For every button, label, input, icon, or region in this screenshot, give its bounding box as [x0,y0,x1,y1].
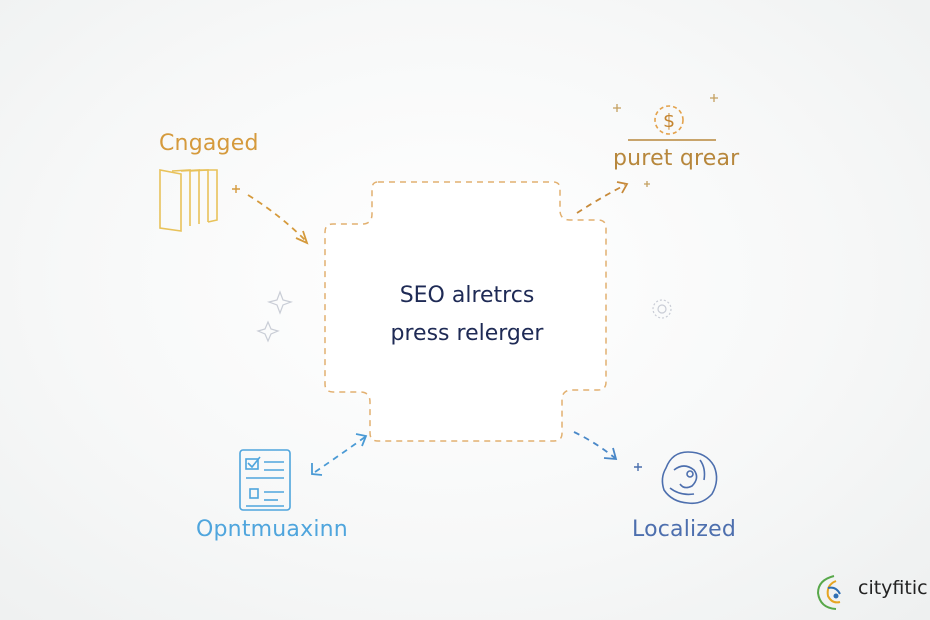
purchase-arrow [576,184,626,214]
brand-logo-icon [816,575,841,610]
optimization-arrowhead-start [355,433,368,447]
document-pages-icon [159,169,218,232]
dollar-coin-icon: $ [613,94,718,187]
checklist-icon [239,449,291,511]
engaged-label: Cngaged [159,131,259,156]
svg-text:$: $ [663,110,675,132]
center-title-line1: SEO alretrcs [399,283,535,308]
center-card [324,181,607,442]
brand-name[interactable]: cityfitic [858,577,928,599]
engaged-arrowhead [295,230,309,245]
globe-map-icon [661,451,718,505]
purchase-label: puret qrear [613,146,740,171]
purchase-arrowhead [616,181,629,194]
localized-arrowhead [603,447,618,461]
plus-icon [634,463,642,471]
decorative-sparkle-icon [256,290,672,343]
localized-label: Localized [632,517,736,542]
center-title-line2: press relerger [390,321,544,346]
engaged-arrow [247,194,306,241]
localized-arrow [573,431,616,459]
optimization-arrow [314,436,366,473]
optimization-label: Opntmuaxinn [196,517,348,542]
optimization-arrowhead-end [311,463,323,476]
sparkle-icon [232,185,240,193]
